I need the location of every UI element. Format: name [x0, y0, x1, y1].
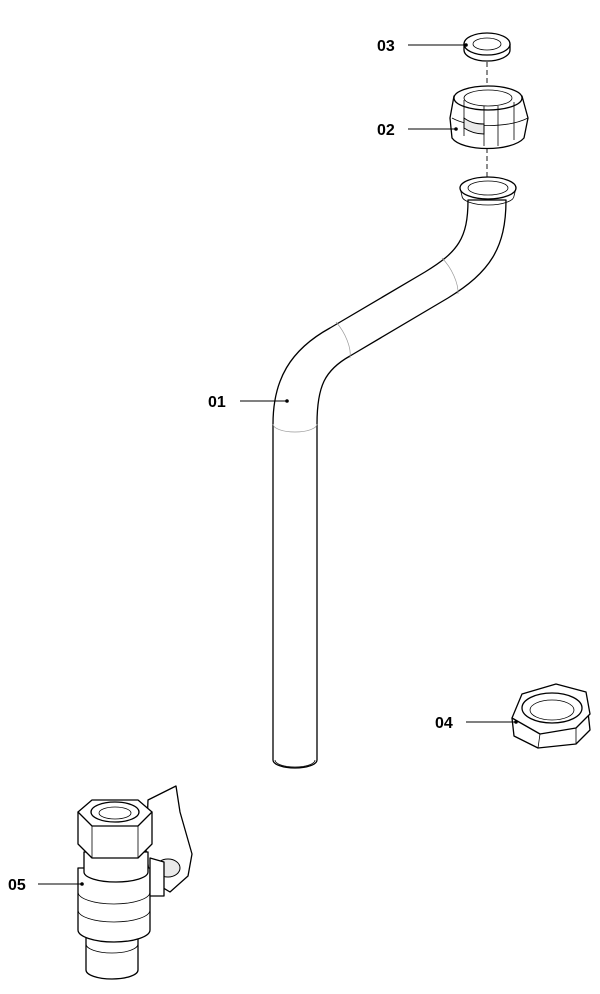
part-05-ball-valve: [77, 785, 193, 980]
part-03-washer: [463, 32, 511, 62]
part-04-hex-nut: [511, 683, 591, 749]
label-part-02: 02: [377, 122, 395, 139]
leader-lines: [38, 43, 518, 886]
leader-04-dot: [514, 720, 518, 724]
leader-01-dot: [285, 399, 289, 403]
part-01-pipe: [272, 199, 507, 769]
label-part-05: 05: [8, 877, 26, 894]
leader-02-dot: [454, 127, 458, 131]
leader-03-dot: [464, 43, 468, 47]
part-01-pipe-flare: [459, 176, 517, 206]
label-part-03: 03: [377, 38, 395, 55]
label-part-04: 04: [435, 715, 453, 732]
leader-05-dot: [80, 882, 84, 886]
part-labels: 01 02 03 04 05: [8, 38, 453, 894]
label-part-01: 01: [208, 394, 226, 411]
part-02-union-nut: [449, 85, 529, 150]
